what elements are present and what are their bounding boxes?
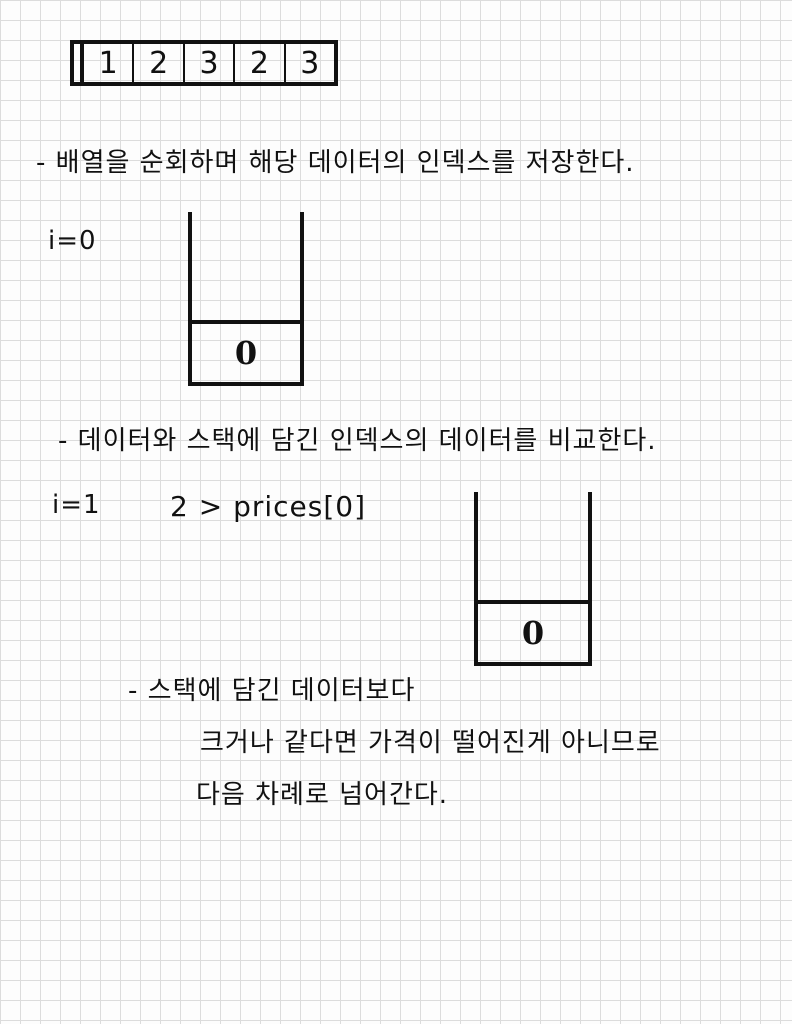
array-cell: 3 — [185, 44, 236, 82]
note-step3-line1: - 스택에 담긴 데이터보다 — [128, 676, 416, 706]
stack-slot: 0 — [478, 600, 588, 662]
comparison-text: 2 > prices[0] — [170, 490, 367, 523]
array-left-bar — [80, 44, 84, 82]
note-step3-line3: 다음 차례로 넘어간다. — [196, 780, 449, 810]
label-i1: i=1 — [52, 490, 101, 520]
array-cell: 1 — [84, 44, 135, 82]
note-step2: - 데이터와 스택에 담긴 인덱스의 데이터를 비교한다. — [58, 426, 657, 456]
note-step1: - 배열을 순회하며 해당 데이터의 인덱스를 저장한다. — [36, 148, 635, 178]
array-cell: 2 — [134, 44, 185, 82]
array-strip: 1 2 3 2 3 — [70, 40, 338, 86]
stack-diagram-2: 0 — [474, 492, 592, 666]
stack-diagram-1: 0 — [188, 212, 304, 386]
stack-slot: 0 — [192, 320, 300, 382]
array-cell: 2 — [235, 44, 286, 82]
note-step3-line2: 크거나 같다면 가격이 떨어진게 아니므로 — [200, 728, 661, 758]
label-i0: i=0 — [48, 226, 97, 256]
array-cell: 3 — [300, 45, 320, 81]
